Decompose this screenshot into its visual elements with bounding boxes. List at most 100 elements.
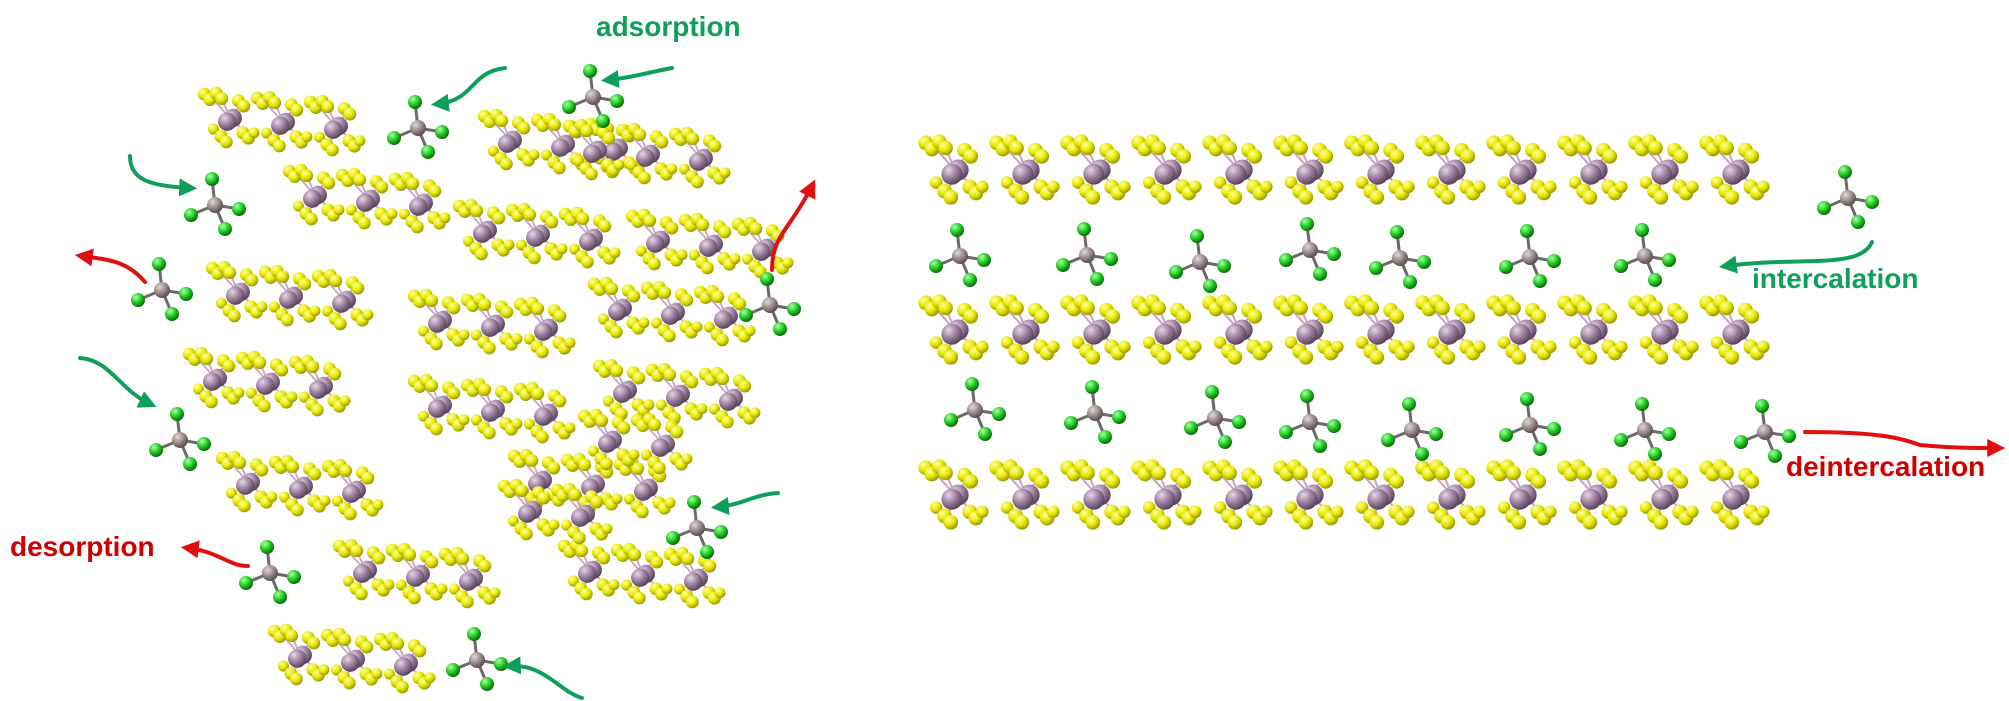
molecule (1367, 223, 1433, 291)
molecule (182, 170, 248, 238)
layer-unit (1059, 293, 1132, 366)
layer-unit (512, 295, 577, 360)
layer-unit (988, 458, 1061, 531)
molecule (927, 221, 993, 289)
layer-unit (1272, 293, 1345, 366)
layer-unit (677, 211, 742, 276)
molecule (237, 538, 303, 606)
layer-unit (1556, 133, 1629, 206)
layer-unit (612, 455, 677, 520)
layer-unit (384, 541, 449, 606)
layer-unit (557, 205, 622, 270)
layer-unit (451, 197, 516, 262)
layer-unit (1343, 133, 1416, 206)
layer-unit (234, 349, 299, 414)
layer-unit (1059, 133, 1132, 206)
layer-unit (1343, 293, 1416, 366)
layer-unit (249, 89, 314, 154)
molecule (1379, 395, 1445, 463)
adsorption-arrow-right (710, 491, 780, 516)
layer-unit (917, 293, 990, 366)
layer-unit (1485, 293, 1558, 366)
layer-unit (988, 133, 1061, 206)
layer-unit (1059, 458, 1132, 531)
adsorption-arrow-left1 (128, 154, 198, 197)
layer-unit (319, 626, 384, 691)
layer-unit (331, 537, 396, 602)
layer-unit (917, 133, 990, 206)
molecule (1497, 390, 1563, 458)
layer-unit (1627, 133, 1700, 206)
molecule (1612, 221, 1678, 289)
layer-unit (730, 215, 795, 280)
molecule (1054, 220, 1120, 288)
layer-unit (437, 545, 502, 610)
layer-unit (387, 170, 452, 235)
layer-unit (1698, 133, 1771, 206)
layer-unit (181, 345, 246, 410)
layer-unit (1414, 293, 1487, 366)
deintercalation-label: deintercalation (1786, 451, 1985, 482)
deintercalation-arrow (1803, 430, 2006, 457)
layer-unit (372, 630, 437, 695)
layer-unit (1201, 458, 1274, 531)
layer-unit (459, 376, 524, 441)
intercalation-label: intercalation (1752, 263, 1918, 294)
layer-unit (586, 275, 651, 340)
stacked-layers (917, 133, 1771, 531)
layer-unit (287, 353, 352, 418)
layer-unit (667, 125, 732, 190)
layer-unit (917, 458, 990, 531)
layer-unit (310, 267, 375, 332)
layer-unit (1627, 293, 1700, 366)
layer-unit (556, 537, 621, 602)
adsorption-arrow-left2 (78, 356, 157, 408)
layer-unit (267, 453, 332, 518)
layer-unit (1130, 293, 1203, 366)
layer-unit (1272, 458, 1345, 531)
layer-unit (1201, 133, 1274, 206)
layer-unit (266, 622, 331, 687)
layer-unit (662, 545, 727, 610)
layer-unit (512, 380, 577, 445)
layer-unit (406, 287, 471, 352)
layer-unit (988, 293, 1061, 366)
desorption-label: desorption (10, 531, 155, 562)
layer-unit (1556, 458, 1629, 531)
desorption-arrow-left (74, 248, 147, 284)
molecule (129, 255, 195, 323)
layer-unit (281, 162, 346, 227)
layer-unit (609, 541, 674, 606)
layer-unit (549, 481, 614, 546)
layer-unit (697, 365, 762, 430)
adsorption-arrow-top (430, 66, 507, 112)
molecule (1062, 378, 1128, 446)
layer-unit (639, 279, 704, 344)
arrows (74, 66, 2006, 700)
layer-unit (1343, 458, 1416, 531)
layer-unit (1272, 133, 1345, 206)
layer-unit (1485, 133, 1558, 206)
molecule (1612, 395, 1678, 463)
layer-unit (476, 107, 541, 172)
layer-unit (214, 449, 279, 514)
layer-unit (1556, 293, 1629, 366)
molecule (1277, 387, 1343, 455)
layer-unit (459, 291, 524, 356)
layer-unit (1698, 293, 1771, 366)
molecule (1277, 215, 1343, 283)
desorption-arrow-right (770, 179, 816, 272)
layer-unit (1414, 133, 1487, 206)
layer-unit (496, 477, 561, 542)
layer-unit (1627, 458, 1700, 531)
molecule (1182, 383, 1248, 451)
layer-unit (302, 93, 367, 158)
layer-unit (644, 361, 709, 426)
layer-unit (196, 85, 261, 150)
layer-unit (504, 201, 569, 266)
surface-layers (181, 85, 795, 695)
layer-unit (1414, 458, 1487, 531)
layer-unit (1130, 458, 1203, 531)
molecule (942, 375, 1008, 443)
